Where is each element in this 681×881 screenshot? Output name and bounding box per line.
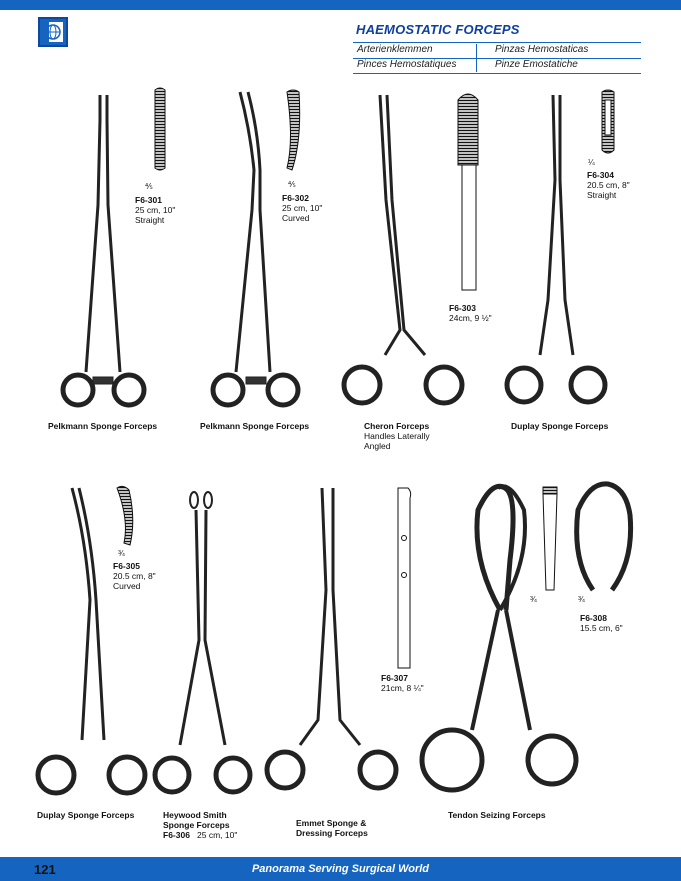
header-rule	[353, 73, 641, 74]
product-size: 25 cm, 10"	[135, 205, 176, 215]
translation-german: Arterienklemmen	[357, 44, 433, 55]
serrated-jaw-detail-icon	[457, 93, 479, 291]
pelkmann-straight-forceps-icon	[60, 95, 147, 408]
tendon-tip-detail-icon	[542, 486, 558, 591]
product-size: 24cm, 9 ½"	[449, 313, 492, 323]
product-code: F6-302	[282, 193, 309, 203]
product-code: F6-308	[580, 613, 607, 623]
product-note: Handles Laterally	[364, 431, 430, 441]
product-variant: Straight	[587, 190, 617, 200]
translation-spanish: Pinzas Hemostaticas	[495, 44, 589, 55]
product-spec-f6-303: F6-303 24cm, 9 ½"	[449, 303, 492, 323]
product-name: Emmet Sponge &	[296, 818, 367, 828]
serrated-jaw-detail-icon	[154, 87, 166, 171]
product-spec-f6-301: F6-301 25 cm, 10" Straight	[135, 195, 175, 225]
product-size: 25 cm, 10"	[282, 203, 323, 213]
globe-logo-icon	[43, 22, 63, 42]
product-code: F6-303	[449, 303, 476, 313]
product-spec-f6-305: F6-305 20.5 cm, 8" Curved	[113, 561, 156, 591]
duplay-curved-forceps-icon	[35, 487, 148, 796]
translation-french: Pinces Hemostatiques	[357, 59, 457, 70]
product-spec-f6-302: F6-302 25 cm, 10" Curved	[282, 193, 322, 223]
product-name: Cheron Forceps	[364, 421, 430, 431]
cheron-forceps-icon	[341, 94, 465, 406]
product-variant: Straight	[135, 215, 165, 225]
product-size: 15.5 cm, 6"	[580, 623, 623, 633]
product-size: 20.5 cm, 8"	[113, 571, 156, 581]
serrated-jaw-detail-icon	[116, 485, 134, 546]
emmet-forceps-icon	[264, 487, 399, 791]
page-number: 121	[34, 862, 56, 877]
scale-label: ⅘	[288, 180, 296, 189]
product-name: Pelkmann Sponge Forceps	[48, 421, 158, 431]
scale-label: ¾	[530, 595, 537, 604]
header-divider	[476, 44, 477, 72]
translation-italian: Pinze Emostatiche	[495, 59, 578, 70]
top-bar	[0, 0, 681, 10]
header-rule	[353, 58, 641, 59]
brand-logo	[38, 17, 68, 47]
page-title: HAEMOSTATIC FORCEPS	[356, 22, 520, 37]
scale-label: ⅘	[145, 182, 153, 191]
product-note: Angled	[364, 441, 391, 451]
heywood-smith-forceps-icon	[152, 491, 253, 795]
product-code: F6-304	[587, 170, 614, 180]
product-variant: Curved	[282, 213, 310, 223]
product-code: F6-301	[135, 195, 162, 205]
product-name: Heywood Smith	[163, 810, 227, 820]
product-name: Tendon Seizing Forceps	[448, 810, 546, 820]
scale-label: ¼	[588, 158, 595, 167]
header-rule	[353, 42, 641, 43]
product-code: F6-307	[381, 673, 408, 683]
scale-label: ¾	[118, 549, 125, 558]
tendon-loop-detail-icon	[574, 481, 634, 592]
product-code: F6-306	[163, 830, 190, 840]
jaw-detail-icon	[397, 487, 412, 669]
duplay-straight-forceps-icon	[504, 94, 608, 405]
product-spec-f6-308: F6-308 15.5 cm, 6"	[580, 613, 623, 633]
product-code: F6-305	[113, 561, 140, 571]
product-variant: Curved	[113, 581, 141, 591]
serrated-jaw-detail-icon	[601, 89, 615, 154]
product-name: Duplay Sponge Forceps	[37, 810, 135, 820]
product-name: Sponge Forceps	[163, 820, 230, 830]
tendon-seizing-forceps-icon	[419, 483, 579, 793]
pelkmann-curved-forceps-icon	[210, 91, 301, 408]
bottom-bar	[0, 857, 681, 881]
product-name: Duplay Sponge Forceps	[511, 421, 609, 431]
product-spec-f6-307: F6-307 21cm, 8 ¼"	[381, 673, 424, 693]
serrated-jaw-detail-icon	[286, 89, 301, 171]
product-name: Pelkmann Sponge Forceps	[200, 421, 310, 431]
product-size: 21cm, 8 ¼"	[381, 683, 424, 693]
product-size: 20.5 cm, 8"	[587, 180, 630, 190]
scale-label: ¾	[578, 595, 585, 604]
footer-slogan: Panorama Serving Surgical World	[251, 863, 430, 875]
product-name: Dressing Forceps	[296, 828, 368, 838]
product-spec-f6-306: F6-306 25 cm, 10"	[163, 830, 237, 840]
product-spec-f6-304: F6-304 20.5 cm, 8" Straight	[587, 170, 630, 200]
product-size: 25 cm, 10"	[197, 830, 238, 840]
